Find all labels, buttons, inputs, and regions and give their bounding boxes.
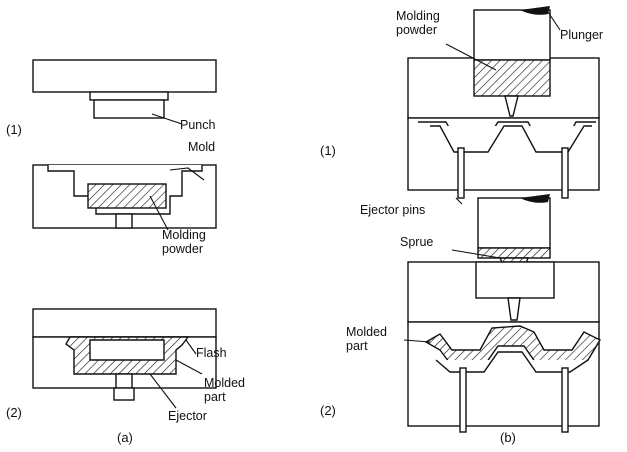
step-a1: (1): [6, 122, 22, 137]
label-molding-powder-b-2: powder: [396, 23, 437, 37]
label-ejector-pins: Ejector pins: [360, 203, 425, 217]
step-b1: (1): [320, 143, 336, 158]
compression-step-1-punch: [32, 59, 217, 125]
step-a2: (2): [6, 405, 22, 420]
label-molding-powder-a-2: powder: [162, 242, 203, 256]
label-plunger: Plunger: [560, 28, 603, 42]
label-molded-part-b-1: Molded: [346, 325, 387, 339]
label-molding-powder-b-1: Molding: [396, 9, 440, 23]
label-molded-part-a-1: Molded: [204, 376, 245, 390]
label-molding-powder-a-1: Molding: [162, 228, 206, 242]
caption-b: (b): [500, 430, 516, 445]
compression-step-1-mold: [32, 164, 217, 231]
transfer-step-1: [407, 6, 600, 205]
label-molded-part-a-2: part: [204, 390, 226, 404]
label-molded-part-b-2: part: [346, 339, 368, 353]
label-flash: Flash: [196, 346, 227, 360]
label-sprue: Sprue: [400, 235, 433, 249]
label-mold: Mold: [188, 140, 215, 154]
label-ejector: Ejector: [168, 409, 207, 423]
caption-a: (a): [117, 430, 133, 445]
compression-step-2: [32, 308, 217, 409]
label-punch: Punch: [180, 118, 215, 132]
transfer-step-2: [403, 194, 601, 433]
step-b2: (2): [320, 403, 336, 418]
